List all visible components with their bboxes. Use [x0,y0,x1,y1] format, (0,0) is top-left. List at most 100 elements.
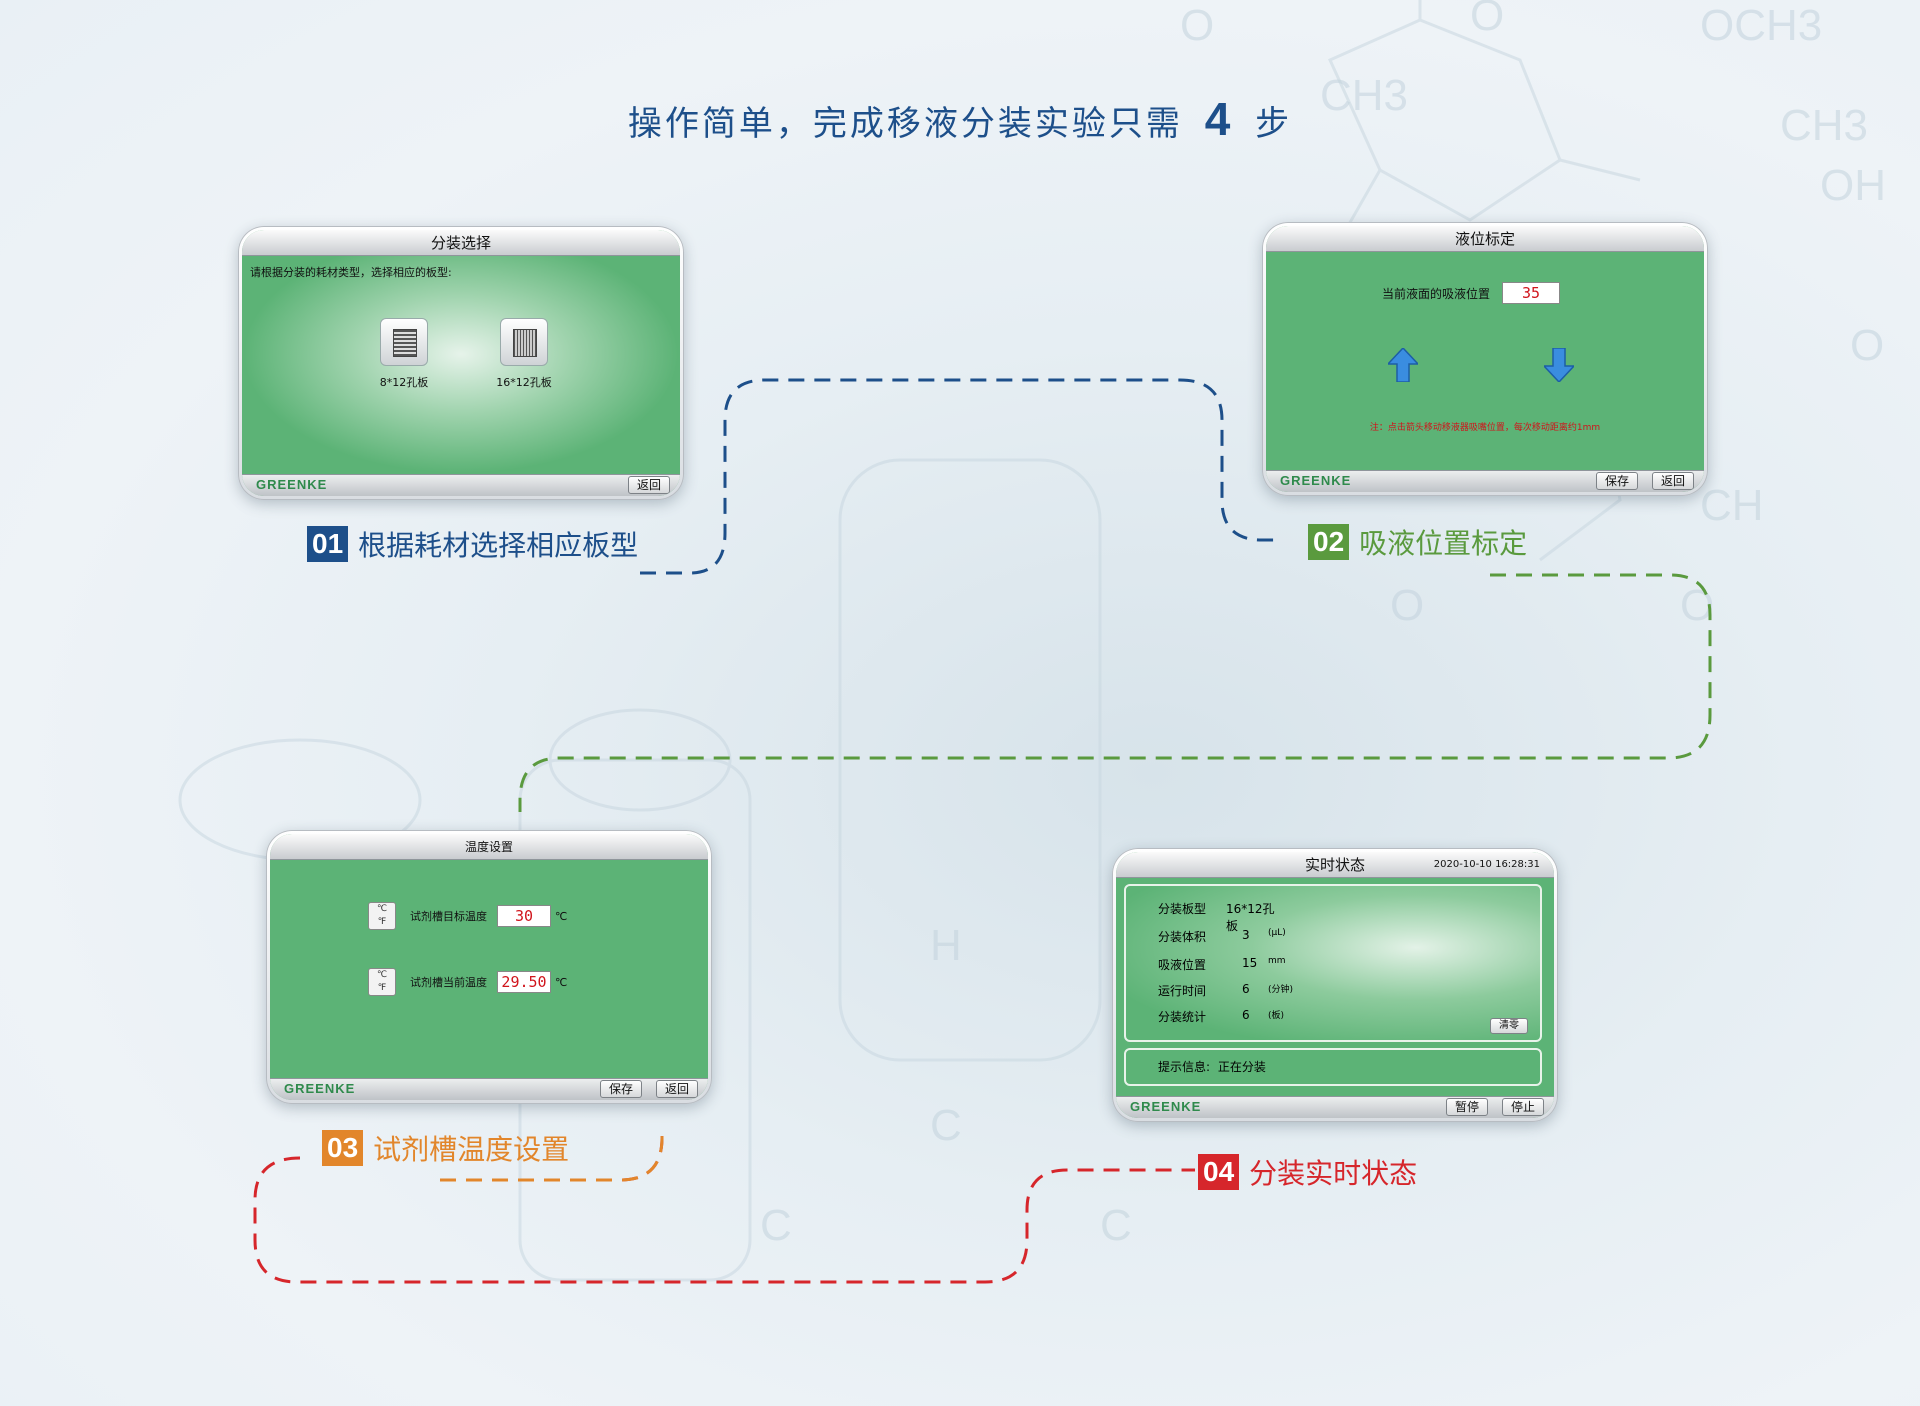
step1-bottombar: GREENKE 返回 [242,474,680,496]
status-row-value: 3 [1242,928,1250,942]
svg-text:O: O [1470,0,1504,40]
thermometer-icon: ℃℉ [368,968,396,996]
step3-bottombar: GREENKE 保存 返回 [270,1078,708,1100]
thermometer-icon: ℃℉ [368,902,396,930]
step2-caption: 02 吸液位置标定 [1308,522,1527,562]
step4-screen-frame: 实时状态 2020-10-10 16:28:31 分装板型 16*12孔板 分装… [1116,852,1554,1118]
status-row: 分装统计 6 (板) [1158,1008,1284,1025]
step1-label: 根据耗材选择相应板型 [358,529,639,562]
step2-label: 吸液位置标定 [1359,527,1528,560]
step2-number: 02 [1308,524,1350,560]
connector-2-3 [518,573,1712,812]
target-temp-label: 试剂槽目标温度 [410,910,487,923]
liquid-position-row: 当前液面的吸液位置 35 [1382,282,1561,304]
headline-suffix: 步 [1255,104,1293,144]
step3-save-button[interactable]: 保存 [599,1080,642,1098]
svg-text:C: C [1100,1201,1132,1250]
step1-instruction: 请根据分装的耗材类型，选择相应的板型: [250,266,452,279]
move-up-icon[interactable] [1386,346,1420,383]
svg-text:OH: OH [1820,161,1886,210]
svg-text:H: H [930,921,962,970]
step2-note: 注：点击箭头移动移液器吸嘴位置，每次移动距离约1mm [1369,423,1601,433]
status-row-label: 分装统计 [1158,1010,1207,1024]
status-panel: 分装板型 16*12孔板 分装体积 3 (μL) 吸液位置 15 mm 运行时间… [1124,884,1542,1042]
target-temp-unit: ℃ [555,909,568,923]
svg-text:O: O [1180,1,1214,50]
status-row-unit: (板) [1268,1011,1285,1021]
step3-number: 03 [322,1130,364,1166]
step4-label: 分装实时状态 [1249,1157,1418,1190]
step1-screen: 请根据分装的耗材类型，选择相应的板型: 8*12孔板 16*12孔板 [242,256,680,474]
step4-titlebar: 实时状态 2020-10-10 16:28:31 [1116,852,1554,878]
status-row: 分装体积 3 (μL) [1158,928,1286,945]
step2-bottombar: GREENKE 保存 返回 [1266,470,1704,492]
status-row: 运行时间 6 (分钟) [1158,982,1293,999]
step4-datetime: 2020-10-10 16:28:31 [1433,859,1540,870]
pause-button[interactable]: 暂停 [1445,1098,1488,1116]
step1-screen-frame: 分装选择 请根据分装的耗材类型，选择相应的板型: 8*12孔板 16*12孔板 … [242,230,680,496]
step4-device-window: 实时状态 2020-10-10 16:28:31 分装板型 16*12孔板 分装… [1112,848,1558,1122]
current-temp-label: 试剂槽当前温度 [410,976,487,989]
clear-count-button[interactable]: 清零 [1490,1018,1528,1034]
status-row-value: 16*12孔板 [1226,902,1275,933]
step3-screen-frame: 温度设置 ℃℉ 试剂槽目标温度 30 ℃ ℃℉ 试剂槽当前温度 29.50 ℃ … [270,834,708,1100]
current-temp-unit: ℃ [555,975,568,989]
status-row: 分装板型 16*12孔板 [1158,900,1284,934]
plate-192-label: 16*12孔板 [496,376,552,389]
step2-device-window: 液位标定 当前液面的吸液位置 35 注：点击箭头移动移液器吸嘴位置，每次移动距离… [1262,222,1708,496]
target-temp-row: ℃℉ 试剂槽目标温度 30 ℃ [368,902,567,930]
step1-device-window: 分装选择 请根据分装的耗材类型，选择相应的板型: 8*12孔板 16*12孔板 … [238,226,684,500]
status-row-unit: (分钟) [1268,985,1294,995]
step1-title: 分装选择 [242,230,680,256]
target-temp-value[interactable]: 30 [497,905,551,927]
step2-screen: 当前液面的吸液位置 35 注：点击箭头移动移液器吸嘴位置，每次移动距离约1mm [1266,252,1704,470]
page-headline: 操作简单，完成移液分装实验只需 4 步 [0,92,1920,146]
step4-caption: 04 分装实时状态 [1198,1152,1417,1192]
plate-96-label: 8*12孔板 [379,376,429,389]
headline-prefix: 操作简单，完成移液分装实验只需 [627,104,1183,144]
step3-caption: 03 试剂槽温度设置 [322,1128,569,1168]
brand-logo: GREENKE [256,477,328,492]
step1-caption: 01 根据耗材选择相应板型 [307,524,638,564]
info-label: 提示信息: [1158,1060,1211,1074]
info-panel: 提示信息: 正在分装 [1124,1048,1542,1086]
step4-number: 04 [1198,1154,1240,1190]
status-row-unit: mm [1268,956,1286,966]
status-row-label: 分装板型 [1158,902,1207,916]
plate-96-icon [380,318,428,366]
step3-screen: ℃℉ 试剂槽目标温度 30 ℃ ℃℉ 试剂槽当前温度 29.50 ℃ [270,860,708,1078]
step3-back-button[interactable]: 返回 [655,1080,698,1098]
liquid-position-value[interactable]: 35 [1502,282,1561,304]
status-row-value: 6 [1242,982,1250,996]
step1-back-button[interactable]: 返回 [627,476,670,494]
step3-label: 试剂槽温度设置 [373,1133,570,1166]
svg-text:O: O [1390,581,1424,630]
step2-save-button[interactable]: 保存 [1595,472,1638,490]
plate-option-192[interactable]: 16*12孔板 [488,318,560,390]
svg-text:CH: CH [1700,481,1764,530]
plate-option-96[interactable]: 8*12孔板 [372,318,436,390]
svg-text:C: C [760,1201,792,1250]
status-row-label: 分装体积 [1158,930,1207,944]
status-row-unit: (μL) [1268,928,1286,938]
step4-bottombar: GREENKE 暂停 停止 [1116,1096,1554,1118]
move-down-icon[interactable] [1542,347,1576,384]
liquid-position-label: 当前液面的吸液位置 [1382,286,1491,301]
svg-text:C: C [930,1101,962,1150]
step2-title: 液位标定 [1266,226,1704,252]
svg-text:OCH3: OCH3 [1700,1,1822,50]
step4-title: 实时状态 [1304,856,1365,874]
status-row-label: 运行时间 [1158,984,1207,998]
status-row-value: 6 [1242,1008,1250,1022]
stop-button[interactable]: 停止 [1501,1098,1544,1116]
status-row-value: 15 [1242,956,1258,970]
svg-text:O: O [1850,321,1884,370]
info-value: 正在分装 [1217,1060,1266,1074]
headline-step-count: 4 [1204,93,1234,145]
step2-back-button[interactable]: 返回 [1651,472,1694,490]
step4-screen: 分装板型 16*12孔板 分装体积 3 (μL) 吸液位置 15 mm 运行时间… [1116,878,1554,1096]
status-row-label: 吸液位置 [1158,958,1207,972]
step3-title: 温度设置 [270,834,708,860]
